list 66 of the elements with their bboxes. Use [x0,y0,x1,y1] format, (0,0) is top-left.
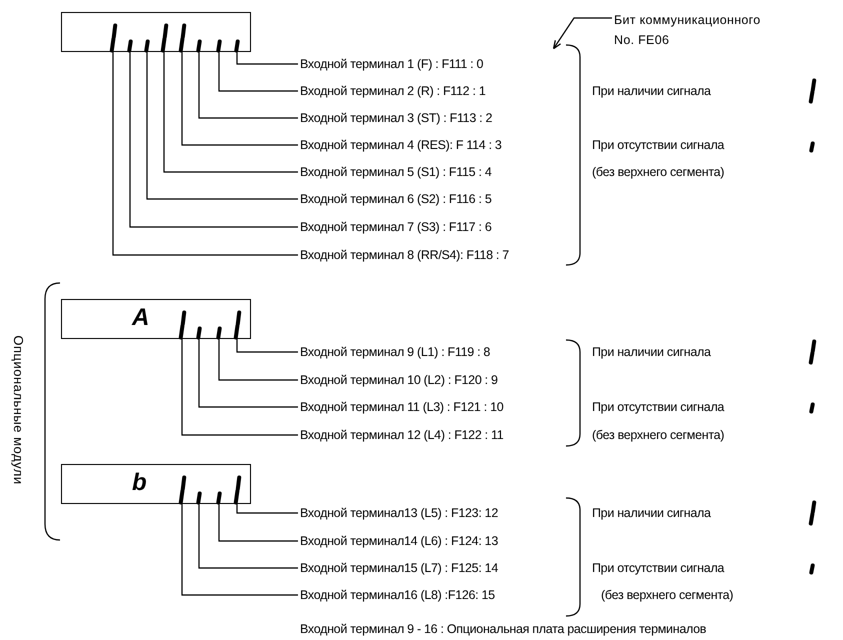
display-digit [232,38,242,53]
display-digit [194,326,204,340]
signal-note: При наличии сигнала [592,83,711,99]
terminal-label: Входной терминал 3 (ST) : F113 : 2 [300,110,492,126]
group-label: Опциональные модули [10,335,26,485]
terminal-label: Входной терминал 9 (L1) : F119 : 8 [300,344,490,360]
leader-line [198,338,298,408]
terminal-label: Входной терминал 10 (L2) : F120 : 9 [300,372,498,388]
terminal-label: Входной терминал 2 (R) : F112 : 1 [300,83,486,99]
terminal-label: Входной терминал 4 (RES): F 114 : 3 [300,137,502,153]
arrow [552,17,612,50]
signal-note: (без верхнего сегмента) [592,427,724,443]
note-text: Бит коммуникационного No. FE06 [614,10,784,50]
terminal-label: Входной терминал 12 (L4) : F122 : 11 [300,427,504,443]
display-digit [232,310,242,340]
display-panel [61,464,251,504]
leader-line [236,504,298,514]
leader-line [146,52,298,200]
leader-line [198,504,298,569]
display-digit [214,38,224,53]
terminal-label: Входной терминал 6 (S2) : F116 : 5 [300,191,492,207]
leader-line [218,52,298,92]
terminal-label: Входной терминал 1 (F) : F111 : 0 [300,56,484,72]
signal-note: (без верхнего сегмента) [592,164,724,180]
leader-line [236,338,298,353]
signal-note: При наличии сигнала [592,344,711,360]
leader-line [181,504,298,596]
footnote-text: Входной терминал 9 - 16 : Опциональная плата расширения терминалов [300,621,706,637]
terminal-label: Входной терминал 7 (S3) : F117 : 6 [300,219,492,235]
leader-line [181,338,298,436]
leader-line [198,52,298,119]
display-digit [232,474,242,505]
terminal-label: Входной терминал 11 (L3) : F121 : 10 [300,399,504,415]
display-letter: A [132,304,150,332]
leader-line [129,52,298,228]
terminal-label: Входной терминал16 (L8) :F126: 15 [300,587,495,603]
display-digit [108,22,118,53]
signal-note: (без верхнего сегмента) [601,587,734,603]
display-digit [194,490,204,505]
leader-line [236,52,298,65]
display-digit [176,310,187,340]
signal-note: При отсутствии сигнала [592,399,724,415]
terminal-label: Входной терминал 8 (RR/S4): F118 : 7 [300,247,509,263]
display-digit [194,38,204,53]
leader-line [163,52,298,173]
display-digit [214,490,224,505]
signal-note: При отсутствии сигнала [592,137,724,153]
display-digit [158,22,169,53]
leader-line [218,504,298,542]
display-digit [214,326,224,340]
leader-line [218,338,298,381]
terminal-label: Входной терминал14 (L6) : F124: 13 [300,533,498,549]
display-letter: b [132,469,147,497]
display-digit [142,38,152,53]
display-panel [61,12,251,52]
display-panel [61,299,251,339]
leader-line [181,52,298,146]
display-digit [176,474,187,505]
terminal-label: Входной терминал13 (L5) : F123: 12 [300,505,498,521]
terminal-label: Входной терминал15 (L7) : F125: 14 [300,560,498,576]
signal-note: При наличии сигнала [592,505,711,521]
display-digit [176,22,187,53]
leader-line [112,52,298,256]
signal-note: При отсутствии сигнала [592,560,724,576]
terminal-label: Входной терминал 5 (S1) : F115 : 4 [300,164,492,180]
display-digit [124,38,135,53]
